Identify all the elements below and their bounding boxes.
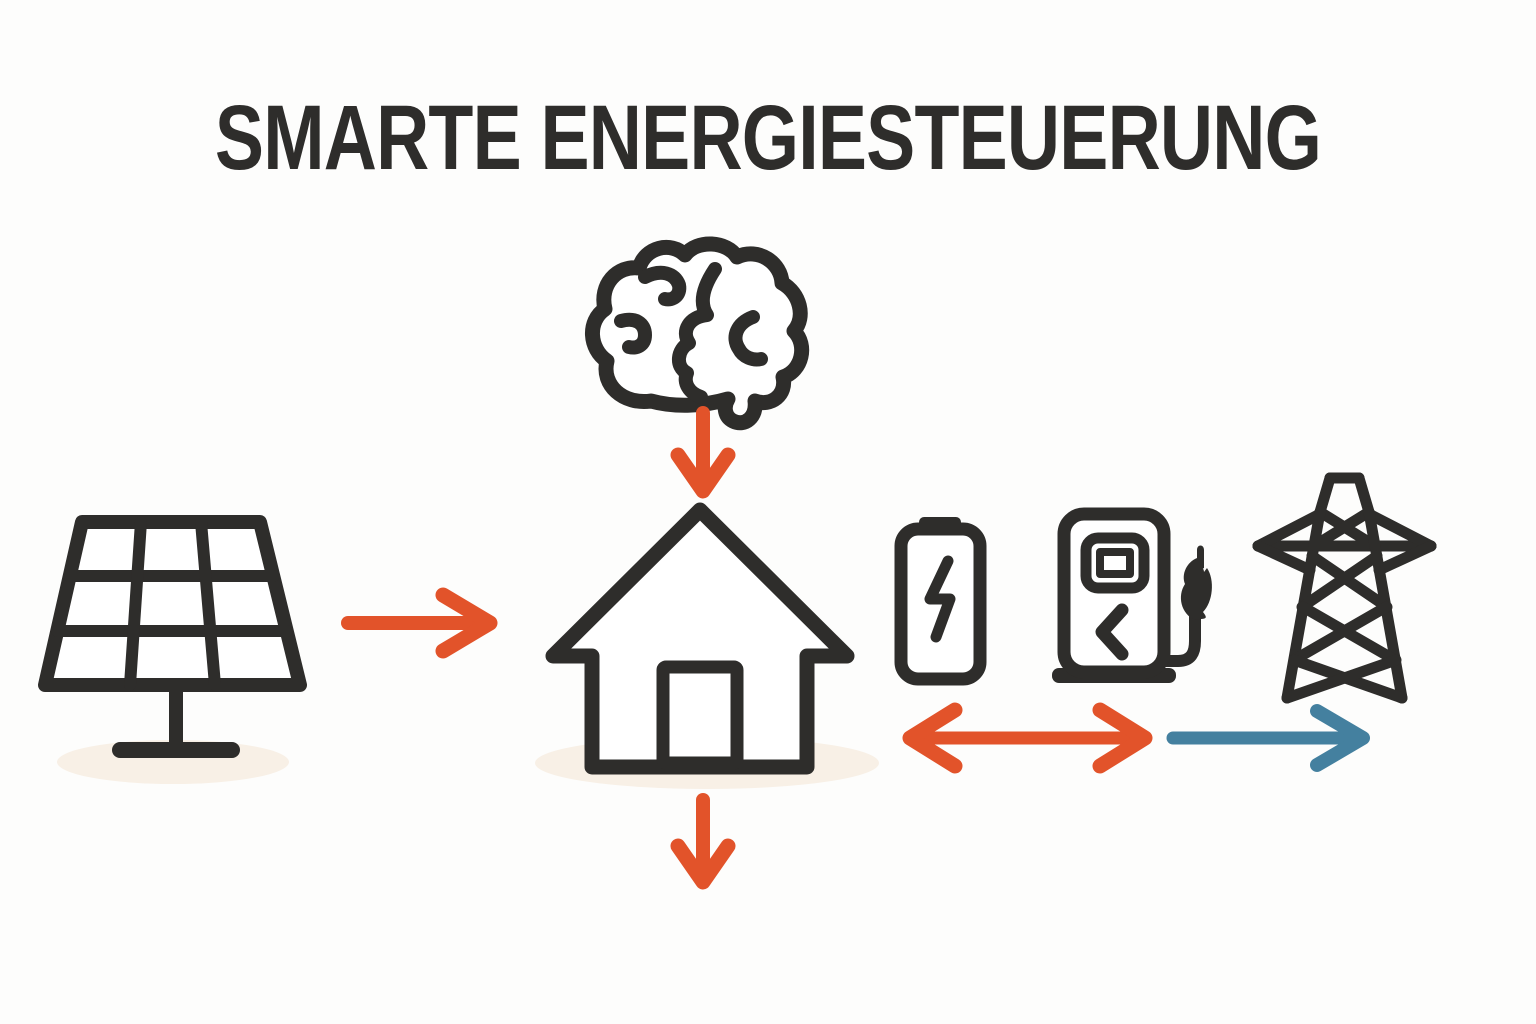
arrow-to-grid bbox=[1165, 703, 1375, 773]
battery-icon bbox=[893, 515, 988, 686]
charger-hose bbox=[1156, 607, 1201, 667]
arrow-brain-to-house bbox=[670, 405, 736, 500]
power-pylon-icon bbox=[1252, 470, 1437, 705]
brain-icon bbox=[585, 235, 815, 435]
charger-screen-window bbox=[1096, 548, 1134, 578]
charger-nozzle bbox=[1180, 545, 1212, 620]
arrow-battery-charger bbox=[900, 700, 1155, 776]
charger-screen bbox=[1080, 532, 1150, 594]
brain-folds bbox=[614, 262, 768, 404]
arrow-solar-to-house bbox=[340, 585, 505, 660]
house-door bbox=[656, 660, 744, 770]
pylon-structure bbox=[1252, 472, 1437, 704]
arrow-house-output bbox=[670, 792, 736, 892]
lightning-bolt-icon bbox=[924, 555, 956, 643]
ev-charger-icon bbox=[1050, 507, 1215, 688]
solar-panel-frame bbox=[38, 515, 307, 692]
charger-cable bbox=[1095, 603, 1129, 661]
brain-outline bbox=[585, 236, 810, 431]
page-title: SMARTE ENERGIESTEUERUNG bbox=[214, 87, 1322, 189]
house-icon bbox=[530, 495, 880, 800]
solar-panel-icon bbox=[38, 508, 308, 793]
solar-panel-grid bbox=[51, 516, 293, 691]
